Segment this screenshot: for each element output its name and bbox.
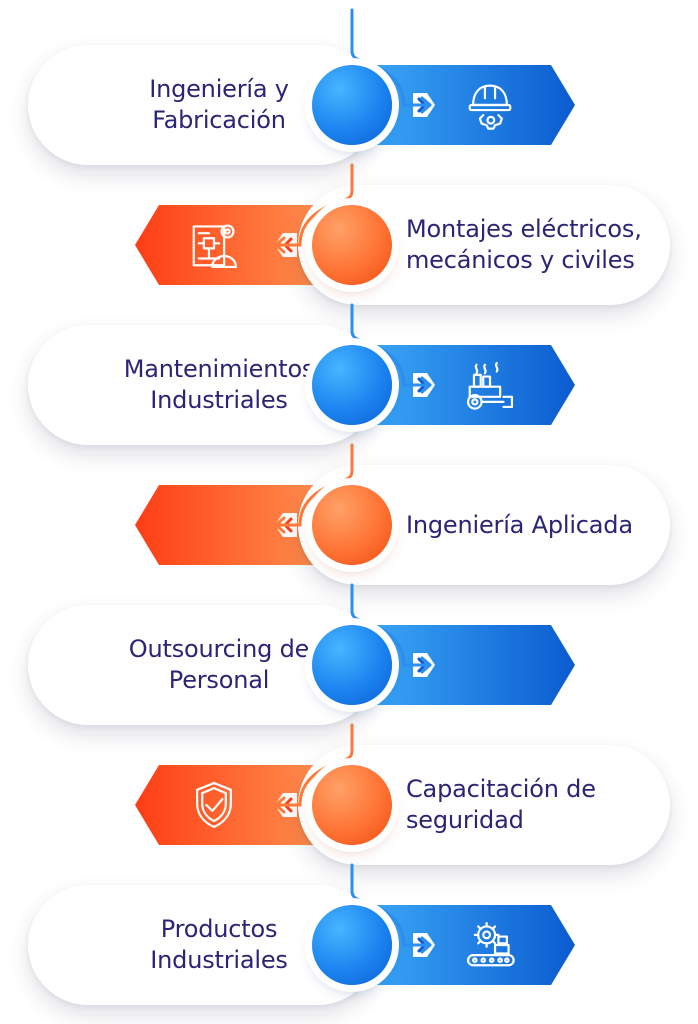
timeline-node-ingenieria-y-fabricacion <box>312 65 392 145</box>
timeline-node-mantenimientos-industriales <box>312 345 392 425</box>
timeline-node-montajes-electricos-mecanicos-y-civiles <box>312 205 392 285</box>
engineer-helmet-gear-icon <box>345 65 575 145</box>
service-label-line: mecánicos y civiles <box>406 246 635 274</box>
service-label-line: Mantenimientos <box>123 355 315 383</box>
service-flag-outsourcing-de-personal <box>345 625 575 705</box>
factory-wrench-icon <box>345 345 575 425</box>
service-label-line: Ingeniería y <box>149 75 289 103</box>
timeline-node-capacitacion-de-seguridad <box>312 765 392 845</box>
shield-check-icon <box>135 765 365 845</box>
service-label: Montajes eléctricos, mecánicos y civiles <box>406 185 666 305</box>
service-label-line: Outsourcing de <box>128 635 310 663</box>
service-card-outsourcing-de-personal: Outsourcing de Personal <box>28 605 378 725</box>
service-label: Ingeniería y Fabricación <box>94 45 344 165</box>
timeline-node-ingenieria-aplicada <box>312 485 392 565</box>
conveyor-gear-icon <box>345 905 575 985</box>
service-label-line: Fabricación <box>152 106 286 134</box>
service-label-line: Capacitación de <box>406 775 596 803</box>
service-label-line: seguridad <box>406 806 524 834</box>
blueprint-plan-icon <box>135 205 365 285</box>
service-label-line: Productos <box>160 915 278 943</box>
service-label-line: Montajes eléctricos, <box>406 215 642 243</box>
service-flag-ingenieria-y-fabricacion <box>345 65 575 145</box>
service-label: Capacitación de seguridad <box>406 745 666 865</box>
service-label-line: Personal <box>168 666 270 694</box>
service-label-line: Industriales <box>150 386 288 414</box>
service-label-line: Ingeniería Aplicada <box>406 510 633 539</box>
service-label: Outsourcing de Personal <box>94 605 344 725</box>
timeline-node-productos-industriales <box>312 905 392 985</box>
service-label-line: Industriales <box>150 946 288 974</box>
service-flag-productos-industriales <box>345 905 575 985</box>
timeline-node-outsourcing-de-personal <box>312 625 392 705</box>
service-label: Ingeniería Aplicada <box>406 465 666 585</box>
